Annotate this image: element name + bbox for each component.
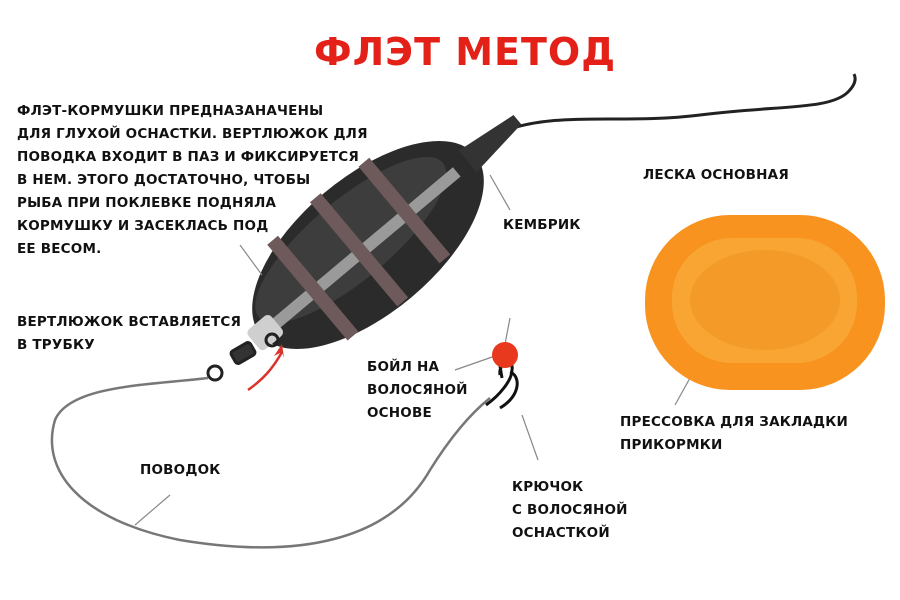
description-line: ДЛЯ ГЛУХОЙ ОСНАСТКИ. ВЕРТЛЮЖОК ДЛЯ xyxy=(17,126,368,142)
label-line: КРЮЧОК xyxy=(512,479,584,495)
label-main-line: ЛЕСКА ОСНОВНАЯ xyxy=(643,167,789,183)
description-line: ФЛЭТ-КОРМУШКИ ПРЕДНАЗАНАЧЕНЫ xyxy=(17,103,324,119)
description-line: ЕЕ ВЕСОМ. xyxy=(17,241,102,257)
swivel-tube xyxy=(247,314,284,351)
boilie xyxy=(492,342,518,368)
label-mould: ПРЕССОВКА ДЛЯ ЗАКЛАДКИ ПРИКОРМКИ xyxy=(620,411,848,457)
feeder xyxy=(247,115,522,351)
label-line: ВЕРТЛЮЖОК ВСТАВЛЯЕТСЯ xyxy=(17,314,242,330)
label-line: С ВОЛОСЯНОЙ xyxy=(512,502,628,518)
description-line: В НЕМ. ЭТОГО ДОСТАТОЧНО, ЧТОБЫ xyxy=(17,172,311,188)
label-swivel: ВЕРТЛЮЖОК ВСТАВЛЯЕТСЯ В ТРУБКУ xyxy=(17,311,241,357)
description-line: РЫБА ПРИ ПОКЛЕВКЕ ПОДНЯЛА xyxy=(17,195,277,211)
label-line: ОСНАСТКОЙ xyxy=(512,525,610,541)
label-boilie: БОЙЛ НА ВОЛОСЯНОЙ ОСНОВЕ xyxy=(367,356,468,425)
label-line: В ТРУБКУ xyxy=(17,337,95,353)
description-text: ФЛЭТ-КОРМУШКИ ПРЕДНАЗАНАЧЕНЫ ДЛЯ ГЛУХОЙ … xyxy=(17,100,368,261)
label-line: ОСНОВЕ xyxy=(367,405,432,421)
bait-mould xyxy=(645,215,885,390)
label-leader: ПОВОДОК xyxy=(140,462,221,478)
page-title: ФЛЭТ МЕТОД xyxy=(313,30,617,74)
label-hook: КРЮЧОК С ВОЛОСЯНОЙ ОСНАСТКОЙ xyxy=(512,476,628,545)
label-line: ПРИКОРМКИ xyxy=(620,437,723,453)
description-line: ПОВОДКА ВХОДИТ В ПАЗ И ФИКСИРУЕТСЯ xyxy=(17,149,359,165)
description-line: КОРМУШКУ И ЗАСЕКЛАСЬ ПОД xyxy=(17,218,269,234)
swivel xyxy=(206,332,280,382)
label-line: БОЙЛ НА xyxy=(367,359,440,375)
leader-line xyxy=(50,376,491,549)
main-line xyxy=(499,73,857,134)
label-line: ВОЛОСЯНОЙ xyxy=(367,382,468,398)
label-line: ПРЕССОВКА ДЛЯ ЗАКЛАДКИ xyxy=(620,414,849,430)
arrow xyxy=(247,351,284,392)
label-tubing: КЕМБРИК xyxy=(503,217,581,233)
